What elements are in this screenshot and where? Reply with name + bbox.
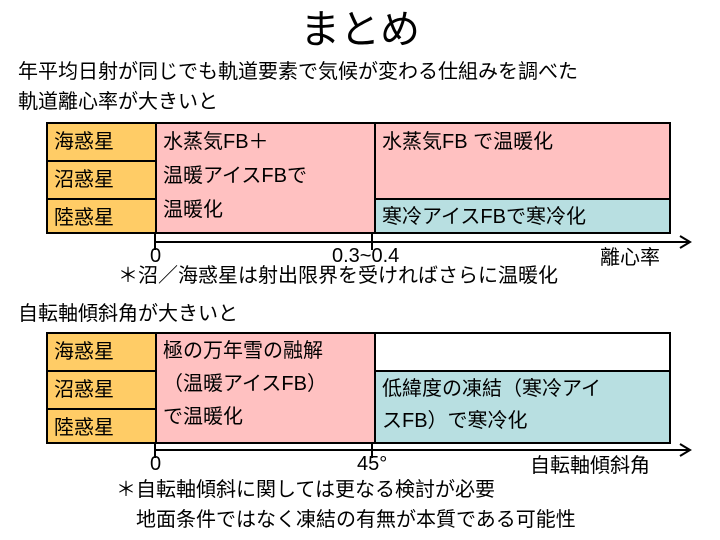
axis-zero-label: 0	[150, 245, 162, 267]
cell-line: スFB）で寒冷化	[382, 410, 528, 432]
high-eccentricity-land-cell: 寒冷アイスFBで寒冷化	[374, 198, 669, 232]
high-obliquity-cell: 低緯度の凍結（寒冷アイ スFB）で寒冷化	[374, 370, 669, 442]
section2-heading: 自転軸傾斜角が大きいと	[18, 303, 238, 325]
low-obliquity-cell: 極の万年雪の融解 （温暖アイスFB） で温暖化	[157, 334, 374, 442]
high-obliquity-ocean-cell	[374, 334, 669, 370]
planet-land: 陸惑星	[54, 207, 114, 229]
cell-line: 極の万年雪の融解	[163, 340, 323, 362]
section1-heading: 軌道離心率が大きいと	[18, 91, 218, 113]
eccentricity-table: 海惑星 沼惑星 陸惑星 水蒸気FB＋ 温暖アイスFBで 温暖化 水蒸気FB で温…	[46, 122, 671, 234]
cell-line: （温暖アイスFB）	[163, 373, 327, 395]
planet-swamp: 沼惑星	[48, 372, 155, 410]
slide-title: まとめ	[300, 8, 420, 52]
cell-line: 温暖化	[163, 199, 223, 221]
cell-line: 低緯度の凍結（寒冷アイ	[382, 378, 601, 400]
axis-zero-label: 0	[150, 453, 162, 475]
planet-ocean: 海惑星	[48, 334, 155, 372]
high-eccentricity-ocean-swamp-cell: 水蒸気FB で温暖化	[374, 124, 669, 198]
planet-swamp: 沼惑星	[48, 162, 155, 200]
planet-land: 陸惑星	[54, 417, 114, 439]
section1-note: ＊沼／海惑星は射出限界を受ければさらに温暖化	[118, 265, 558, 287]
axis-title: 離心率	[600, 247, 660, 269]
axis-title: 自転軸傾斜角	[530, 455, 650, 477]
axis-threshold-label: 45°	[357, 453, 388, 475]
low-eccentricity-cell: 水蒸気FB＋ 温暖アイスFBで 温暖化	[157, 124, 374, 232]
cell-line: 温暖アイスFBで	[163, 165, 307, 187]
section2-note-2: 地面条件ではなく凍結の有無が本質である可能性	[136, 509, 576, 531]
eccentricity-axis-arrow	[679, 235, 692, 249]
planet-column: 海惑星 沼惑星 陸惑星	[48, 334, 157, 442]
obliquity-axis-arrow	[679, 443, 692, 457]
planet-column: 海惑星 沼惑星 陸惑星	[48, 124, 157, 232]
cell-line: 水蒸気FB＋	[163, 131, 269, 153]
section2-note-1: ＊自転軸傾斜に関しては更なる検討が必要	[116, 479, 495, 501]
axis-threshold-label: 0.3~0.4	[332, 245, 400, 267]
obliquity-table: 海惑星 沼惑星 陸惑星 極の万年雪の融解 （温暖アイスFB） で温暖化 低緯度の…	[46, 332, 671, 444]
intro-text: 年平均日射が同じでも軌道要素で気候が変わる仕組みを調べた	[18, 61, 578, 83]
planet-ocean: 海惑星	[48, 124, 155, 162]
cell-line: で温暖化	[163, 406, 243, 428]
